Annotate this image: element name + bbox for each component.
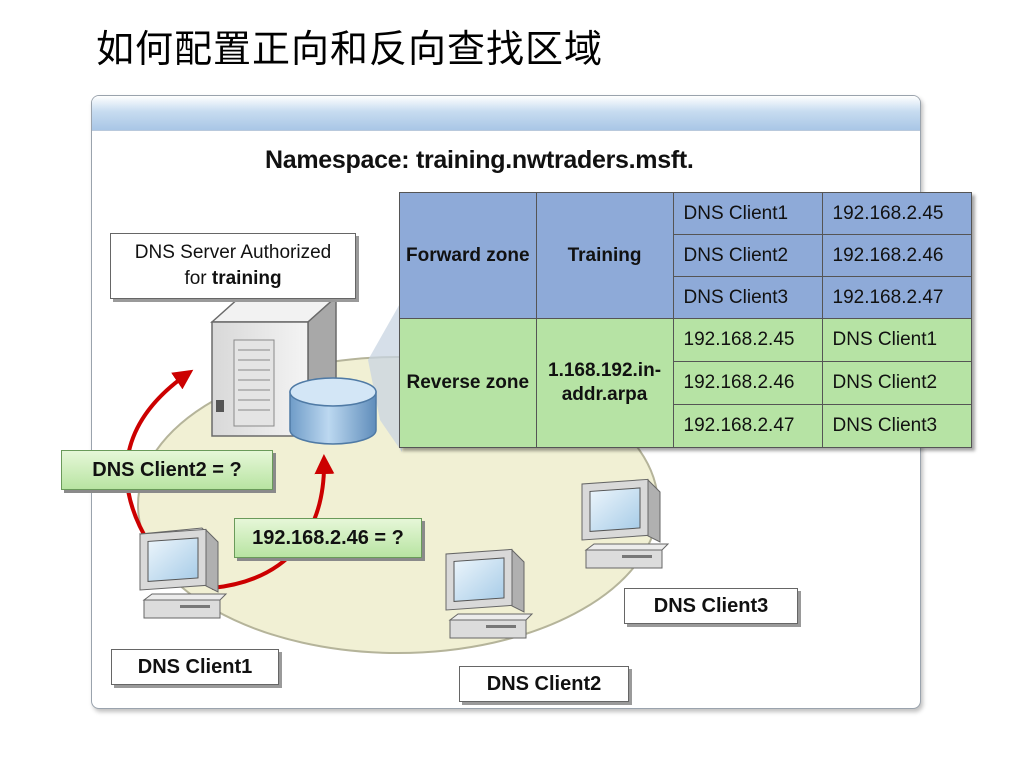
forward-zone-row: Forward zone Training DNS Client1 192.16… — [399, 192, 972, 319]
server-label-domain: training — [211, 268, 282, 289]
forward-record-name: DNS Client3 — [672, 276, 823, 319]
forward-zone-label: Forward zone — [399, 192, 537, 319]
namespace-label: Namespace: training.nwtraders.msft. — [265, 146, 694, 174]
reverse-record-name: DNS Client3 — [821, 404, 972, 448]
reverse-record-ip: 192.168.2.45 — [672, 318, 823, 362]
forward-record-ip: 192.168.2.45 — [821, 192, 972, 235]
reverse-record-ip: 192.168.2.46 — [672, 361, 823, 405]
reverse-zone-row: 192.168.2.47 DNS Client3 — [400, 404, 972, 448]
zone-table: Forward zone Training DNS Client1 192.16… — [399, 192, 972, 448]
reverse-zone-row: Reverse zone 1.168.192.in-addr.arpa 192.… — [399, 318, 972, 448]
panel-header-bar — [92, 96, 920, 131]
forward-query-callout: DNS Client2 = ? — [61, 450, 273, 490]
forward-record-ip: 192.168.2.47 — [821, 276, 972, 319]
forward-record-ip: 192.168.2.46 — [821, 234, 972, 277]
forward-record-name: DNS Client1 — [672, 192, 823, 235]
client3-computer-icon — [581, 478, 670, 569]
server-label-line1: DNS Server Authorized — [134, 242, 332, 263]
forward-record-name: DNS Client2 — [672, 234, 823, 277]
client3-label: DNS Client3 — [624, 588, 798, 624]
server-label-prefix: for — [184, 268, 212, 289]
reverse-query-callout: 192.168.2.46 = ? — [234, 518, 422, 558]
reverse-record-name: DNS Client1 — [821, 318, 972, 362]
zone-projection — [368, 300, 402, 452]
forward-zone-row: DNS Client3 192.168.2.47 — [400, 276, 972, 319]
page-title: 如何配置正向和反向查找区域 — [96, 27, 604, 71]
client2-label: DNS Client2 — [459, 666, 629, 702]
client2-computer-icon — [445, 548, 534, 639]
reverse-zone-label: Reverse zone — [399, 318, 537, 448]
client1-label: DNS Client1 — [111, 649, 279, 685]
client1-computer-icon — [138, 527, 228, 619]
forward-zone-domain: Training — [535, 192, 674, 319]
reverse-zone-row: 192.168.2.46 DNS Client2 — [400, 361, 972, 405]
reverse-record-ip: 192.168.2.47 — [672, 404, 823, 448]
reverse-zone-domain: 1.168.192.in-addr.arpa — [535, 318, 674, 448]
database-icon — [289, 377, 377, 445]
reverse-record-name: DNS Client2 — [821, 361, 972, 405]
server-label-line2: for training — [111, 266, 355, 292]
dns-server-label: DNS Server Authorized for training — [110, 233, 356, 299]
